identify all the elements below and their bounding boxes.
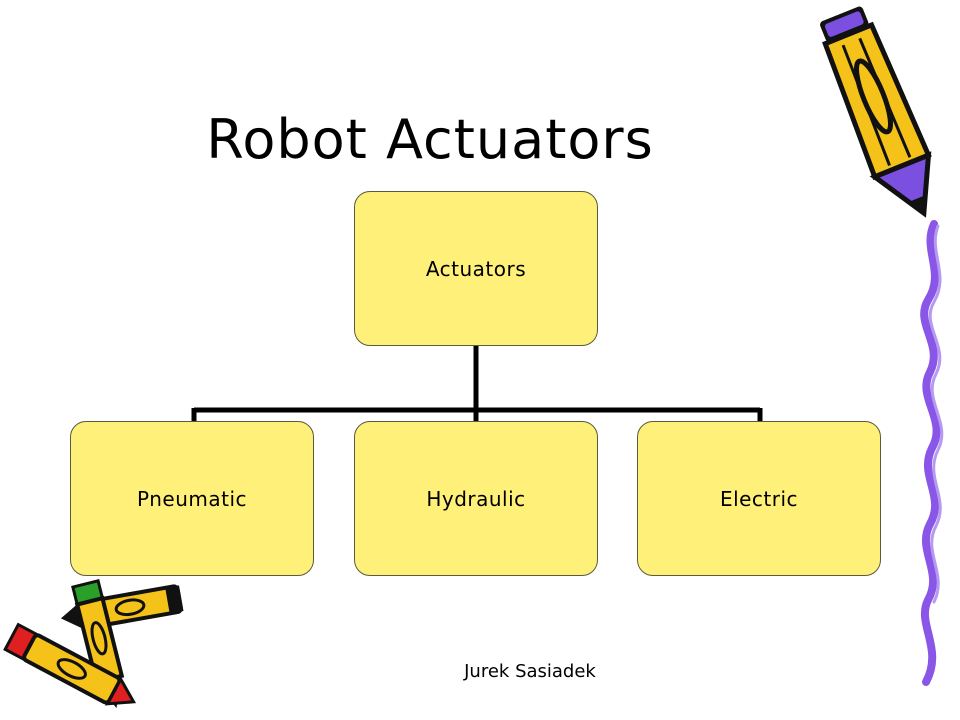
slide-footer: Jurek Sasiadek [464,661,596,682]
node-hydraulic-label: Hydraulic [426,486,526,511]
node-electric[interactable]: Electric [637,421,881,576]
border-squiggle-icon [920,220,944,686]
pencil-icon [820,6,932,218]
node-actuators-label: Actuators [425,256,527,281]
node-actuators[interactable]: Actuators [354,191,598,346]
slide-title: Robot Actuators [206,108,654,171]
node-electric-label: Electric [719,486,799,511]
node-hydraulic[interactable]: Hydraulic [354,421,598,576]
node-pneumatic-label: Pneumatic [137,486,247,511]
crayons-icon [3,578,184,709]
node-pneumatic[interactable]: Pneumatic [70,421,314,576]
